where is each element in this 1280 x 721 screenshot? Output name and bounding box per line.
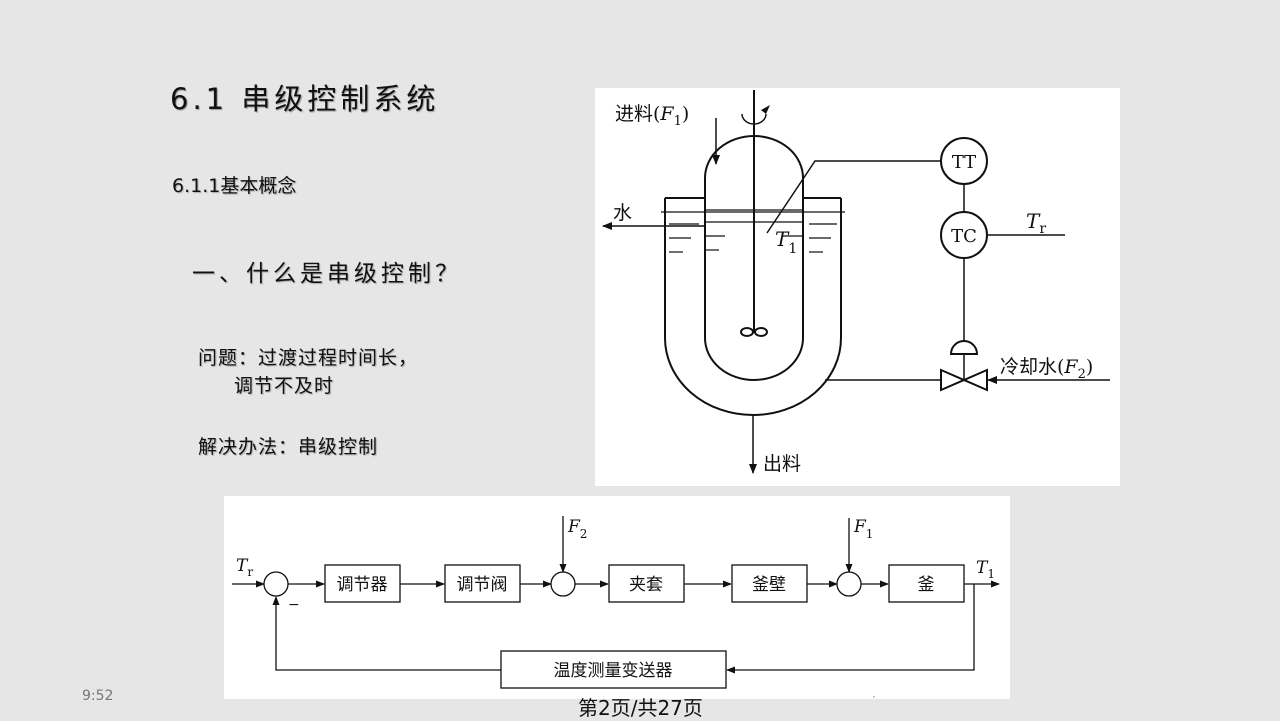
tc-label: TC: [951, 226, 977, 247]
slide-title: 6.1 串级控制系统: [170, 82, 440, 116]
footer-time: 9:52: [82, 688, 114, 704]
coolant-label: 冷却水(F2): [1000, 356, 1093, 382]
output-label: T1: [976, 558, 995, 581]
jacket-label: 夹套: [629, 575, 663, 595]
block-diagram: 调节器 调节阀 夹套 釜壁 釜 温度测量变送器 Tr − F2 F1 T1: [224, 496, 1010, 699]
sensor-block: [500, 650, 727, 689]
jacket-block: [608, 564, 685, 603]
minus-sign: −: [288, 597, 300, 613]
solution-text: 解决办法：串级控制: [198, 436, 379, 458]
feed-label: 进料(F1): [615, 103, 689, 129]
controller-block: [324, 564, 401, 603]
question-heading: 一、什么是串级控制？: [192, 261, 462, 287]
sensor-label: 温度测量变送器: [554, 661, 673, 681]
footer-dot: ·: [872, 690, 876, 704]
reactor-diagram: 进料(F1) 水 T1 TT TC Tr 冷却水(F2) 出料: [595, 88, 1120, 486]
setpoint-label: Tr: [1026, 209, 1046, 237]
outlet-label: 出料: [763, 453, 801, 475]
section-subtitle: 6.1.1基本概念: [172, 175, 297, 197]
problem-text: 问题：过渡过程时间长， 调节不及时: [198, 344, 418, 400]
kettle-label: 釜: [918, 575, 935, 595]
summing-junction-2: [550, 571, 576, 597]
t1-label: T1: [775, 227, 797, 257]
control-valve-icon: [940, 340, 988, 392]
kettle-block: [888, 564, 965, 603]
impeller-icon: [740, 327, 768, 337]
controller-label: 调节器: [337, 575, 388, 595]
input-label: Tr: [236, 556, 253, 579]
disturbance-f2-label: F2: [567, 517, 587, 541]
summing-junction-3: [836, 571, 862, 597]
disturbance-f1-label: F1: [853, 517, 873, 541]
reactor-svg: 进料(F1) 水 T1 TT TC Tr 冷却水(F2) 出料: [602, 90, 1110, 475]
valve-block: [444, 564, 521, 603]
water-label: 水: [613, 202, 632, 224]
tt-label: TT: [952, 152, 976, 173]
summing-junction-1: [263, 571, 289, 597]
page-number: 第2页/共27页: [578, 696, 703, 720]
problem-line-1: 问题：过渡过程时间长，: [198, 347, 419, 369]
block-svg: 调节器 调节阀 夹套 釜壁 釜 温度测量变送器 Tr − F2 F1 T1: [232, 516, 1000, 689]
problem-line-2: 调节不及时: [234, 375, 335, 397]
wall-label: 釜壁: [752, 575, 786, 595]
valve-label: 调节阀: [457, 575, 508, 595]
